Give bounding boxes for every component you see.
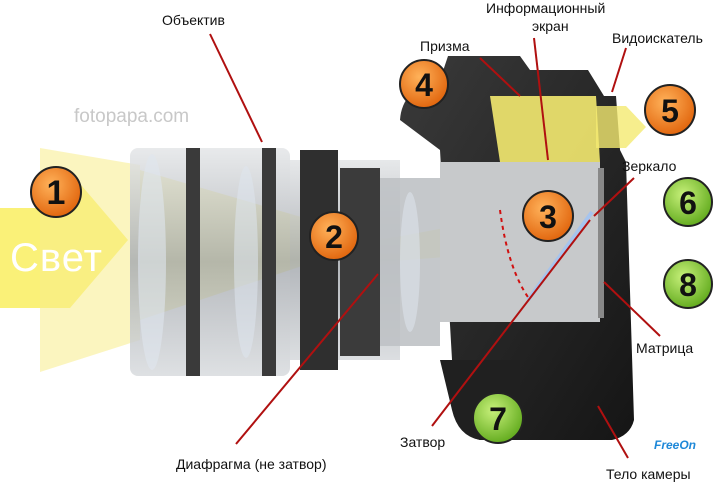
marker-7-num: 7 — [489, 401, 507, 437]
label-matrix: Матрица — [636, 340, 694, 356]
marker-3: 3 — [522, 190, 574, 242]
marker-4-num: 4 — [415, 67, 433, 103]
marker-5: 5 — [644, 84, 696, 136]
marker-6: 6 — [663, 177, 713, 227]
marker-8-num: 8 — [679, 267, 697, 303]
lens-barrel — [130, 148, 440, 376]
label-viewfinder: Видоискатель — [612, 30, 703, 46]
marker-1: 1 — [30, 166, 82, 218]
label-shutter: Затвор — [400, 434, 446, 450]
light-label: Свет — [10, 236, 103, 280]
leader-lines — [209, 33, 661, 459]
label-info-screen-line1: Информационный — [486, 0, 606, 16]
marker-5-num: 5 — [661, 93, 679, 129]
label-info-screen-line2: экран — [532, 18, 569, 34]
label-mirror: Зеркало — [622, 158, 677, 174]
label-camera-body: Тело камеры — [606, 466, 691, 482]
label-aperture: Диафрагма (не затвор) — [176, 456, 327, 472]
watermark: fotopapa.com — [74, 106, 190, 127]
marker-1-num: 1 — [47, 174, 66, 212]
label-prism: Призма — [420, 38, 470, 54]
freeon-logo: FreeOn — [654, 438, 697, 452]
marker-3-num: 3 — [539, 199, 557, 235]
marker-7: 7 — [472, 392, 524, 444]
marker-2: 2 — [309, 211, 359, 261]
marker-2-num: 2 — [325, 219, 343, 255]
marker-8: 8 — [663, 259, 713, 309]
label-objective: Объектив — [162, 12, 225, 28]
marker-4: 4 — [399, 59, 449, 109]
marker-6-num: 6 — [679, 185, 697, 221]
